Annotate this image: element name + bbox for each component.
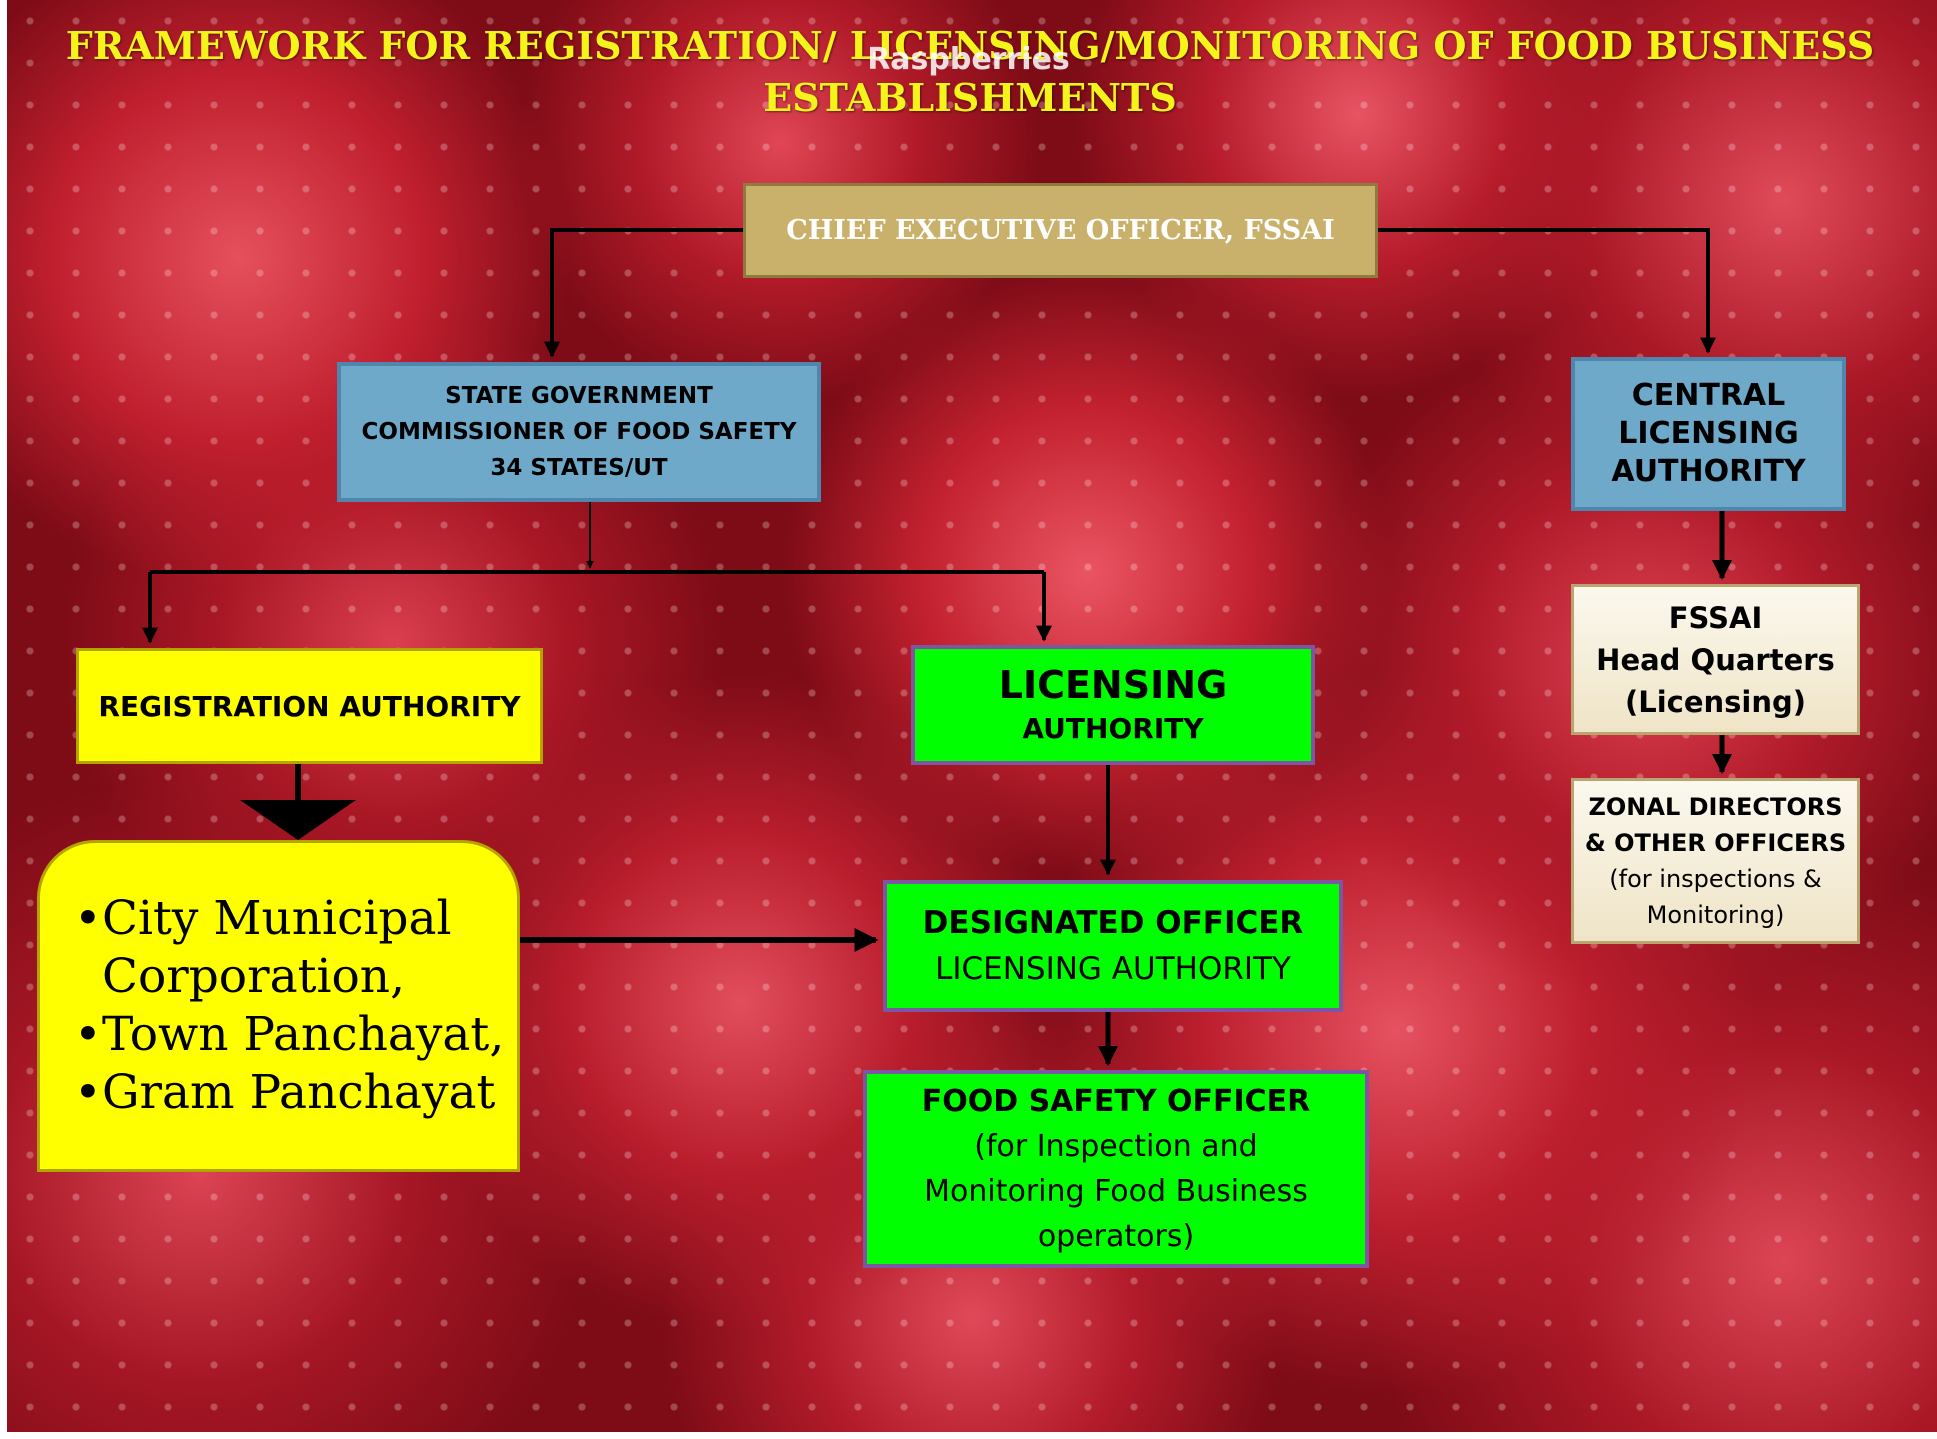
central-line-3: AUTHORITY: [1611, 454, 1806, 489]
local-bodies-box: • City Municipal Corporation, • Town Pan…: [37, 840, 520, 1172]
registration-down-arrowhead: [240, 800, 356, 840]
state-government-box: STATE GOVERNMENT COMMISSIONER OF FOOD SA…: [337, 362, 821, 502]
state-line-2: COMMISSIONER OF FOOD SAFETY: [361, 419, 797, 445]
hq-line-2: Head Quarters: [1596, 642, 1835, 677]
state-line-1: STATE GOVERNMENT: [445, 383, 713, 409]
zonal-line-2: & OTHER OFFICERS: [1584, 829, 1847, 857]
central-line-2: LICENSING: [1618, 416, 1799, 451]
central-licensing-box: CENTRAL LICENSING AUTHORITY: [1571, 357, 1846, 511]
diagram-title: FRAMEWORK FOR REGISTRATION/ LICENSING/MO…: [60, 20, 1880, 124]
local-item-town: • Town Panchayat,: [74, 1006, 504, 1064]
designated-line-2: LICENSING AUTHORITY: [935, 951, 1291, 987]
title-line-1: FRAMEWORK FOR REGISTRATION/ LICENSING/MO…: [65, 23, 1875, 68]
designated-line-1: DESIGNATED OFFICER: [922, 905, 1304, 941]
zonal-directors-box: ZONAL DIRECTORS & OTHER OFFICERS (for in…: [1571, 778, 1860, 944]
local-item-gram: • Gram Panchayat: [74, 1064, 495, 1122]
local-item-city: • City Municipal: [74, 890, 452, 948]
edge-ceo-central: [1378, 228, 1716, 354]
fso-line-2: (for Inspection and: [974, 1129, 1258, 1164]
title-line-2: ESTABLISHMENTS: [763, 75, 1177, 120]
bullet-3: •: [74, 1065, 102, 1120]
fso-line-3: Monitoring Food Business: [924, 1174, 1308, 1209]
state-line-3: 34 STATES/UT: [490, 455, 668, 481]
ceo-label: CHIEF EXECUTIVE OFFICER, FSSAI: [786, 215, 1335, 246]
licensing-line-2: AUTHORITY: [1022, 712, 1204, 745]
local-item-3: Gram Panchayat: [102, 1065, 496, 1120]
registration-authority-box: REGISTRATION AUTHORITY: [76, 648, 543, 764]
bullet-1: •: [74, 891, 102, 946]
hq-line-1: FSSAI: [1668, 600, 1763, 635]
zonal-line-3: (for inspections &: [1609, 865, 1822, 893]
zonal-line-1: ZONAL DIRECTORS: [1588, 793, 1843, 821]
local-item-1-line-1: City Municipal: [102, 891, 452, 946]
licensing-authority-box: LICENSING AUTHORITY: [911, 645, 1315, 765]
hq-line-3: (Licensing): [1624, 684, 1807, 719]
zonal-line-4: Monitoring): [1646, 901, 1785, 929]
registration-label: REGISTRATION AUTHORITY: [98, 689, 521, 723]
local-item-2: Town Panchayat,: [102, 1007, 505, 1062]
fso-line-1: FOOD SAFETY OFFICER: [921, 1084, 1311, 1119]
designated-officer-box: DESIGNATED OFFICER LICENSING AUTHORITY: [883, 880, 1343, 1012]
fssai-hq-box: FSSAI Head Quarters (Licensing): [1571, 584, 1860, 735]
edge-ceo-state: [544, 228, 743, 358]
local-item-1-line-2: Corporation,: [102, 949, 406, 1004]
central-line-1: CENTRAL: [1631, 378, 1786, 413]
fso-line-4: operators): [1037, 1219, 1195, 1254]
licensing-line-1: LICENSING: [998, 663, 1228, 707]
ceo-box: CHIEF EXECUTIVE OFFICER, FSSAI: [743, 183, 1378, 278]
food-safety-officer-box: FOOD SAFETY OFFICER (for Inspection and …: [863, 1070, 1369, 1268]
bullet-2: •: [74, 1007, 102, 1062]
